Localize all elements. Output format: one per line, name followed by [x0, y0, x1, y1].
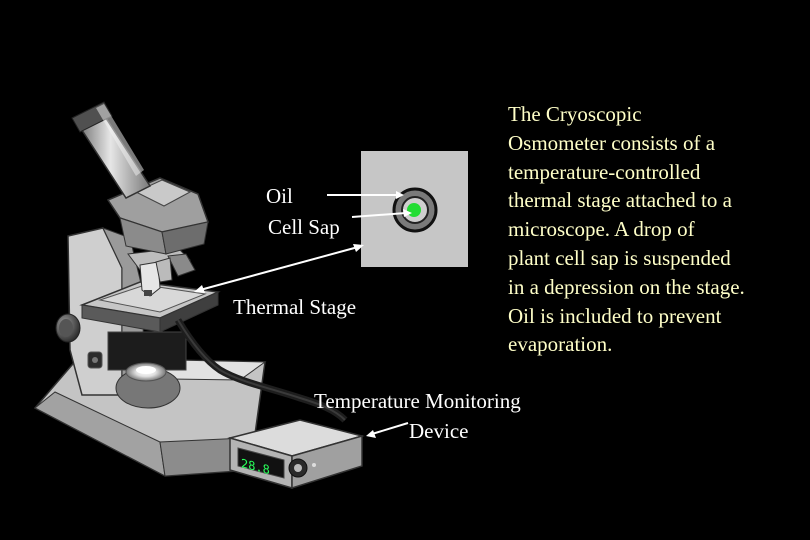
- microscope-icon: [33, 101, 267, 477]
- cell-sap-drop: [407, 203, 421, 217]
- thermal-stage-pointer-line: [199, 246, 359, 291]
- description-text: The Cryoscopic Osmometer consists of a t…: [508, 102, 745, 357]
- temperature-monitoring-label: Temperature Monitoring: [314, 389, 521, 413]
- cell-sap-pointer-line: [351, 212, 407, 218]
- device-label: Device: [409, 419, 469, 443]
- stage-closeup-icon: [361, 151, 468, 267]
- device-pointer-line: [371, 422, 409, 435]
- thermal-stage-label: Thermal Stage: [233, 295, 357, 319]
- oil-label: Oil: [266, 184, 293, 208]
- label-pointers: [194, 191, 412, 438]
- device-indicator-light: [312, 463, 316, 467]
- cell-sap-label: Cell Sap: [268, 215, 340, 239]
- temperature-monitor-icon: 28.8: [227, 419, 365, 490]
